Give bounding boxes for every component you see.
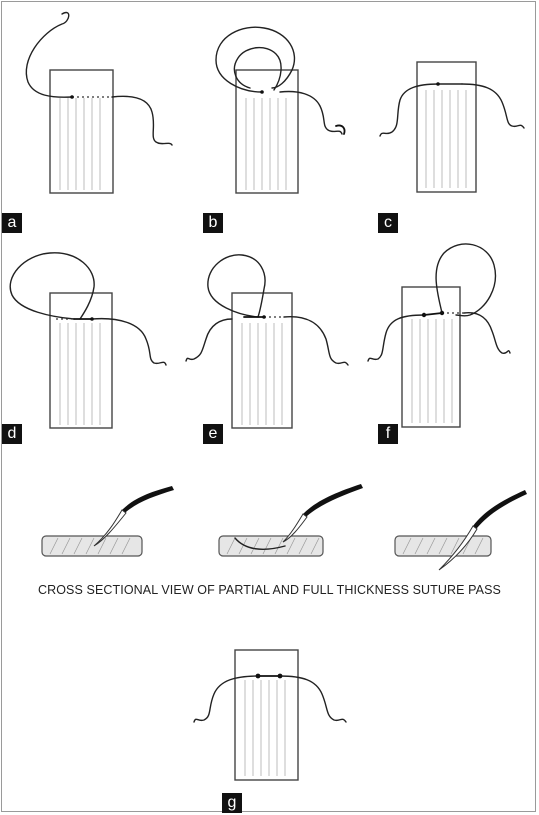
suture-thread-g-right xyxy=(279,675,347,723)
tendon-strip-d xyxy=(49,292,113,429)
suture-thread-e-left xyxy=(185,318,233,362)
tissue-hatching-3 xyxy=(402,537,484,555)
needle-end-b xyxy=(335,124,346,135)
tissue-hatching-1 xyxy=(49,537,131,555)
tissue-section-2 xyxy=(218,535,324,557)
tendon-strip-e xyxy=(231,292,293,429)
knot-a xyxy=(70,95,74,99)
suture-thread-e-right xyxy=(283,316,349,366)
cross-section-3 xyxy=(394,490,527,571)
suture-thread-f-left xyxy=(367,314,425,362)
panel-label-g: g xyxy=(222,793,242,813)
tissue-section-1 xyxy=(41,535,143,557)
needle-tip-1 xyxy=(93,509,127,547)
suture-thread-f-right xyxy=(463,312,511,355)
suture-thread-c-left xyxy=(379,83,439,137)
needle-2 xyxy=(302,484,363,518)
knot-f-2 xyxy=(439,310,445,316)
panel-label-e: e xyxy=(203,424,223,444)
tendon-strip-a xyxy=(49,69,114,194)
panel-c-drawing xyxy=(379,61,525,193)
needle-tip-2 xyxy=(282,513,308,543)
panel-d-drawing xyxy=(9,252,167,429)
knot-b xyxy=(260,90,264,94)
suture-loop-d xyxy=(9,252,95,320)
panel-label-d: d xyxy=(2,424,22,444)
suture-thread-c-right xyxy=(461,83,525,129)
suture-thread-a-right xyxy=(111,95,173,146)
cross-section-2 xyxy=(218,484,363,557)
panel-label-a: a xyxy=(2,213,22,233)
knot-g-2 xyxy=(277,673,283,679)
thread-through-2 xyxy=(234,537,286,550)
panel-f-drawing xyxy=(367,243,511,428)
cross-section-1 xyxy=(41,486,174,557)
panel-a-drawing xyxy=(25,11,173,194)
panel-g-drawing xyxy=(193,649,347,781)
tendon-strip-b xyxy=(235,69,299,194)
suture-thread-a-left xyxy=(25,11,73,98)
needle-1 xyxy=(121,486,174,514)
suture-pass-f xyxy=(423,312,443,316)
knot-e xyxy=(262,315,266,319)
panel-e-drawing xyxy=(185,254,349,429)
needle-3 xyxy=(472,490,527,530)
panel-b-drawing xyxy=(215,26,346,194)
suture-thread-b-right xyxy=(279,90,343,135)
knot-g-1 xyxy=(255,673,261,679)
suture-loop-e xyxy=(207,254,266,318)
tendon-strip-g xyxy=(234,649,299,781)
suture-loop-b xyxy=(215,26,296,93)
knot-c xyxy=(436,82,440,86)
suture-loop-f xyxy=(435,243,496,317)
tissue-hatching-2 xyxy=(226,537,320,555)
needle-tip-3 xyxy=(438,525,478,571)
panel-label-b: b xyxy=(203,213,223,233)
cross-section-caption: CROSS SECTIONAL VIEW OF PARTIAL AND FULL… xyxy=(37,583,501,597)
tendon-strip-f xyxy=(401,286,461,428)
tendon-strip-c xyxy=(416,61,477,193)
knot-d xyxy=(90,317,94,321)
suture-thread-d-right xyxy=(91,317,167,366)
suture-thread-g-left xyxy=(193,675,259,723)
knot-f-1 xyxy=(421,312,427,318)
panel-label-f: f xyxy=(378,424,398,444)
panel-label-c: c xyxy=(378,213,398,233)
